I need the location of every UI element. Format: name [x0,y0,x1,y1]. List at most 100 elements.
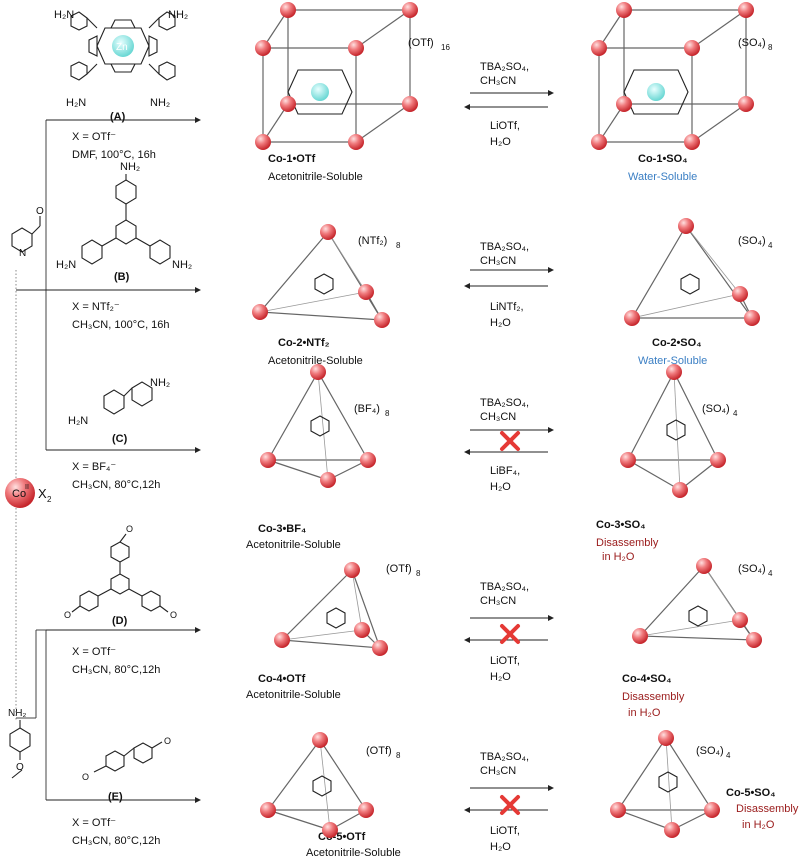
cobalt-vertex [732,286,748,302]
svg-text:16: 16 [441,43,450,52]
cobalt-vertex [374,312,390,328]
ligand-a-amine-2: NH₂ [168,9,188,21]
row-a: Zn H₂N NH₂ H₂N NH₂ (A) X = OTf⁻ DMF, 100… [46,9,773,183]
cobalt-vertex [658,730,674,746]
fwd-c-2: CH₃CN [480,411,516,423]
ligand-e-letter: (E) [108,791,123,803]
rev-d-1: LiOTf, [490,655,520,667]
cobalt-vertex [354,622,370,638]
svg-text:O: O [126,524,133,534]
cobalt-vertex [322,822,338,838]
cage-co1-otf-counterion: (OTf) [408,37,434,49]
ligand-b-letter: (B) [114,271,130,283]
fwd-b-1: TBA₂SO₄, [480,241,529,253]
cage-co2-so4-counterion: (SO₄) [738,235,766,247]
block-x-e [500,795,520,815]
ligand-c-amine-1: NH₂ [150,377,170,389]
cond-d-x: X = OTf⁻ [72,646,116,658]
svg-text:8: 8 [385,409,390,418]
cobalt-vertex [666,364,682,380]
cobalt-vertex [678,218,694,234]
metal-x: X [38,486,47,501]
cage-co1-so4-status: Water-Soluble [628,171,697,183]
cage-co3-so4-counterion: (SO₄) [702,403,730,415]
cond-e-solvent: CH₃CN, 80°C,12h [72,835,160,847]
cobalt-vertex [360,452,376,468]
svg-text:4: 4 [733,409,738,418]
cond-a-x: X = OTf⁻ [72,131,116,143]
cobalt-vertex [358,802,374,818]
cage-co4-so4-name: Co-4•SO₄ [622,673,671,685]
cobalt-vertex [616,96,632,112]
cobalt-vertex [610,802,626,818]
cobalt-vertex [710,452,726,468]
cobalt-vertex [672,482,688,498]
cobalt-vertex [738,96,754,112]
svg-text:O: O [16,762,24,773]
rev-c-2: H₂O [490,481,511,493]
cage-co5-otf-solubility: Acetonitrile-Soluble [306,847,401,859]
cobalt-vertex [402,96,418,112]
cond-b-solvent: CH₃CN, 100°C, 16h [72,319,170,331]
cobalt-vertex [348,40,364,56]
svg-text:O: O [170,610,177,620]
cobalt-vertex [732,612,748,628]
cobalt-vertex [704,802,720,818]
metal-label: Co [12,488,26,500]
cage-co1-otf [262,9,411,143]
cobalt-vertex [402,2,418,18]
metal-ox: II [25,484,29,491]
ligand-c-letter: (C) [112,433,128,445]
cobalt-vertex [260,802,276,818]
svg-text:8: 8 [416,569,421,578]
fwd-c-1: TBA₂SO₄, [480,397,529,409]
cobalt-vertex [320,224,336,240]
cage-co5-so4-name: Co-5•SO₄ [726,787,775,799]
rev-a-1: LiOTf, [490,120,520,132]
svg-text:8: 8 [396,751,401,760]
cobalt-vertex [591,40,607,56]
cage-co4-otf-name: Co-4•OTf [258,673,306,685]
cobalt-vertex [632,628,648,644]
cage-co2-so4-name: Co-2•SO₄ [652,337,701,349]
cage-co4-so4-status-2: in H₂O [628,707,661,719]
ligand-a-amine-1: H₂N [54,9,74,21]
cond-b-x: X = NTf₂⁻ [72,301,120,313]
cobalt-vertex [591,134,607,150]
cobalt-vertex [358,284,374,300]
ligand-d-structure: O O O [64,524,177,620]
anisidine-structure: NH₂ O [8,708,31,779]
cage-co5-so4-status-2: in H₂O [742,819,775,831]
cobalt-vertex [280,96,296,112]
cond-a-solvent: DMF, 100°C, 16h [72,149,156,161]
cage-co1-so4 [598,9,747,143]
svg-text:NH₂: NH₂ [8,708,26,719]
svg-text:8: 8 [768,43,773,52]
cobalt-vertex [616,2,632,18]
ligand-c-amine-2: H₂N [68,415,88,427]
ligand-b-amine-2: H₂N [56,259,76,271]
ligand-d-letter: (D) [112,615,128,627]
rev-e-2: H₂O [490,841,511,853]
svg-text:Zn: Zn [116,42,128,53]
svg-text:4: 4 [768,241,773,250]
cobalt-vertex [274,632,290,648]
cond-c-x: X = BF₄⁻ [72,461,116,473]
cage-co2-ntf2-name: Co-2•NTf₂ [278,337,330,349]
row-d: O O O (D) X = OTf⁻ CH₃CN, 80°C,12h (OTf)… [46,524,773,719]
ligand-b-structure [81,174,171,265]
cage-co2-ntf2-solubility: Acetonitrile-Soluble [268,355,363,367]
ligand-a-structure: Zn [70,11,176,81]
cobalt-vertex [738,2,754,18]
fwd-a-2: CH₃CN [480,75,516,87]
rev-b-1: LiNTf₂, [490,301,524,313]
cage-co3-so4-name: Co-3•SO₄ [596,519,645,531]
svg-text:4: 4 [768,569,773,578]
fwd-a-1: TBA₂SO₄, [480,61,529,73]
fwd-b-2: CH₃CN [480,255,516,267]
cage-co2-ntf2-counterion: (NTf₂) [358,235,387,247]
cobalt-vertex [746,632,762,648]
rev-d-2: H₂O [490,671,511,683]
cage-co5-so4-counterion: (SO₄) [696,745,724,757]
